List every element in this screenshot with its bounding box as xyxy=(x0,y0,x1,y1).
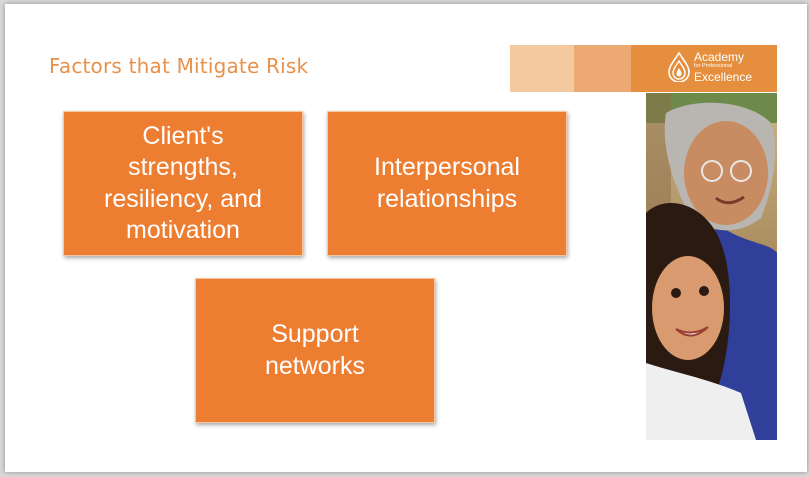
flame-drop-logo-icon xyxy=(668,51,690,82)
logo-line-excellence: Excellence xyxy=(694,69,753,84)
photo-illustration xyxy=(646,93,777,440)
photo-of-two-women xyxy=(646,93,777,440)
factor-text-support-networks: Support networks xyxy=(264,320,366,380)
slide-title: Factors that Mitigate Risk xyxy=(49,54,309,78)
factor-box-interpersonal-relationships: Interpersonal relationships xyxy=(327,111,567,256)
logo-line-for-professional: for Professional xyxy=(694,63,733,69)
slide: Factors that Mitigate Risk Academy for P… xyxy=(5,4,807,472)
factor-box-support-networks: Support networks xyxy=(195,278,435,423)
band-segment-dark: Academy for Professional Excellence xyxy=(631,45,777,92)
band-segment-light xyxy=(510,45,574,92)
logo-text: Academy for Professional Excellence xyxy=(694,51,752,83)
header-color-band: Academy for Professional Excellence xyxy=(510,45,777,92)
academy-logo: Academy for Professional Excellence xyxy=(668,51,752,83)
factor-text-client-strengths: Client's strengths, resiliency, and moti… xyxy=(104,122,262,244)
band-segment-mid xyxy=(574,45,631,92)
logo-line-academy: Academy xyxy=(694,50,745,64)
factor-box-client-strengths: Client's strengths, resiliency, and moti… xyxy=(63,111,303,256)
factor-text-interpersonal-relationships: Interpersonal relationships xyxy=(374,153,520,213)
